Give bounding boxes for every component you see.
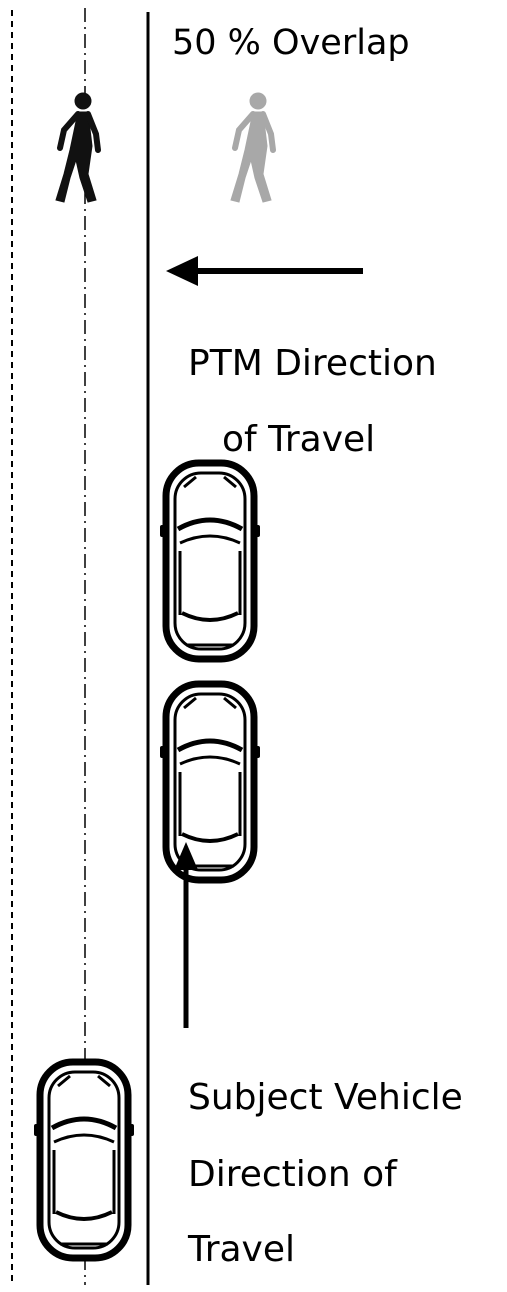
subject-vehicle-car-icon: [34, 1062, 134, 1258]
subject-direction-label-line2: Direction of: [188, 1157, 397, 1193]
ptm-direction-label-line2: of Travel: [222, 422, 375, 458]
arrow-up-icon: [174, 842, 198, 1028]
overlap-title: 50 % Overlap: [172, 26, 410, 61]
ptm-car-icon: [160, 463, 260, 659]
subject-direction-label-line1: Subject Vehicle: [188, 1080, 463, 1116]
ghost-pedestrian-icon: [231, 93, 273, 202]
subject-direction-label-line3: Travel: [188, 1232, 295, 1268]
arrow-left-icon: [166, 256, 363, 286]
ptm-direction-label-line1: PTM Direction: [188, 346, 437, 382]
ptm-car-second-icon: [160, 684, 260, 880]
pedestrian-icon: [56, 93, 98, 202]
